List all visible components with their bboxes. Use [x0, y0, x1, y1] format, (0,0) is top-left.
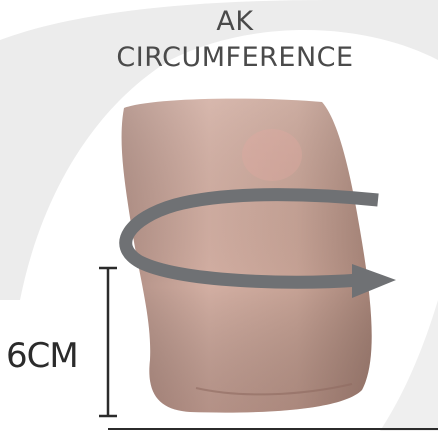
arrow-head [352, 264, 396, 298]
measurement-bracket [99, 268, 117, 416]
measurement-label: 6CM [6, 336, 78, 376]
title-line-2: CIRCUMFERENCE [0, 42, 438, 73]
title-line-1: AK [0, 6, 438, 37]
limb-highlight [242, 129, 302, 181]
background-band-lower [380, 300, 438, 431]
